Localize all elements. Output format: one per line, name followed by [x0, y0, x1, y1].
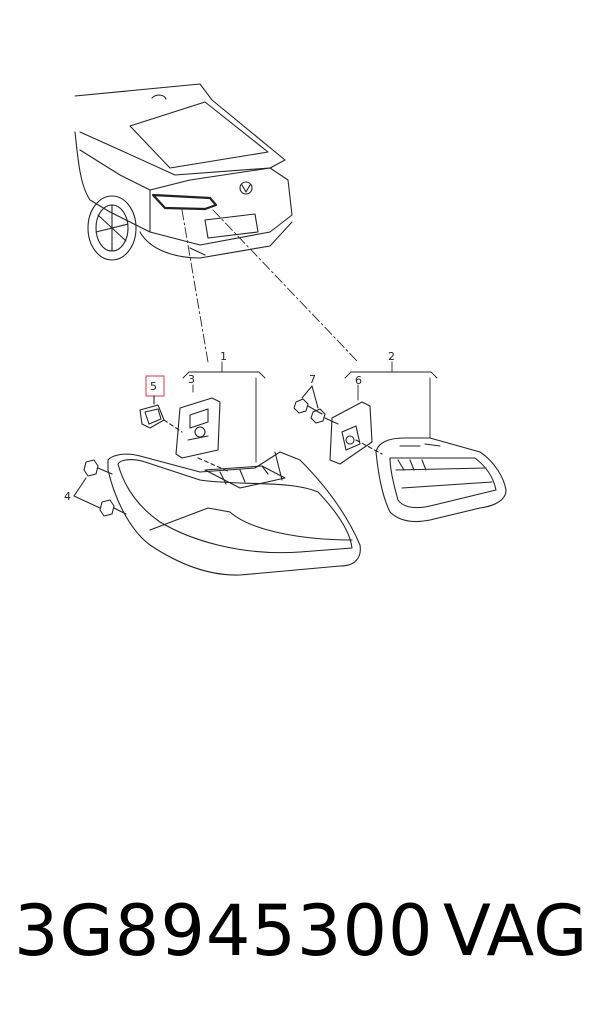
callout-1: 1 [220, 350, 227, 363]
inner-tail-light-part-2 [375, 437, 507, 523]
car-rear-illustration [74, 83, 293, 261]
brand-label: VAG [443, 890, 588, 972]
callout-4: 4 [64, 490, 71, 503]
callout-7: 7 [309, 373, 316, 386]
callout-5: 5 [150, 380, 157, 393]
outer-tail-light-part-1 [107, 451, 361, 576]
callout-2: 2 [388, 350, 395, 363]
nuts-part-7 [293, 385, 339, 425]
bulb-holder-part-5 [139, 375, 183, 433]
gasket-part-3 [175, 397, 231, 473]
bracket-1 [182, 361, 266, 463]
callout-3: 3 [188, 373, 195, 386]
bracket-2 [344, 361, 438, 439]
leader-lines [181, 209, 359, 363]
callout-6: 6 [355, 374, 362, 387]
tail-light-exploded-diagram: 1 2 3 4 5 6 7 [64, 83, 507, 576]
nuts-part-4 [73, 459, 127, 517]
gasket-part-6 [329, 401, 383, 465]
part-number-label: 3G8945300 [14, 890, 434, 972]
